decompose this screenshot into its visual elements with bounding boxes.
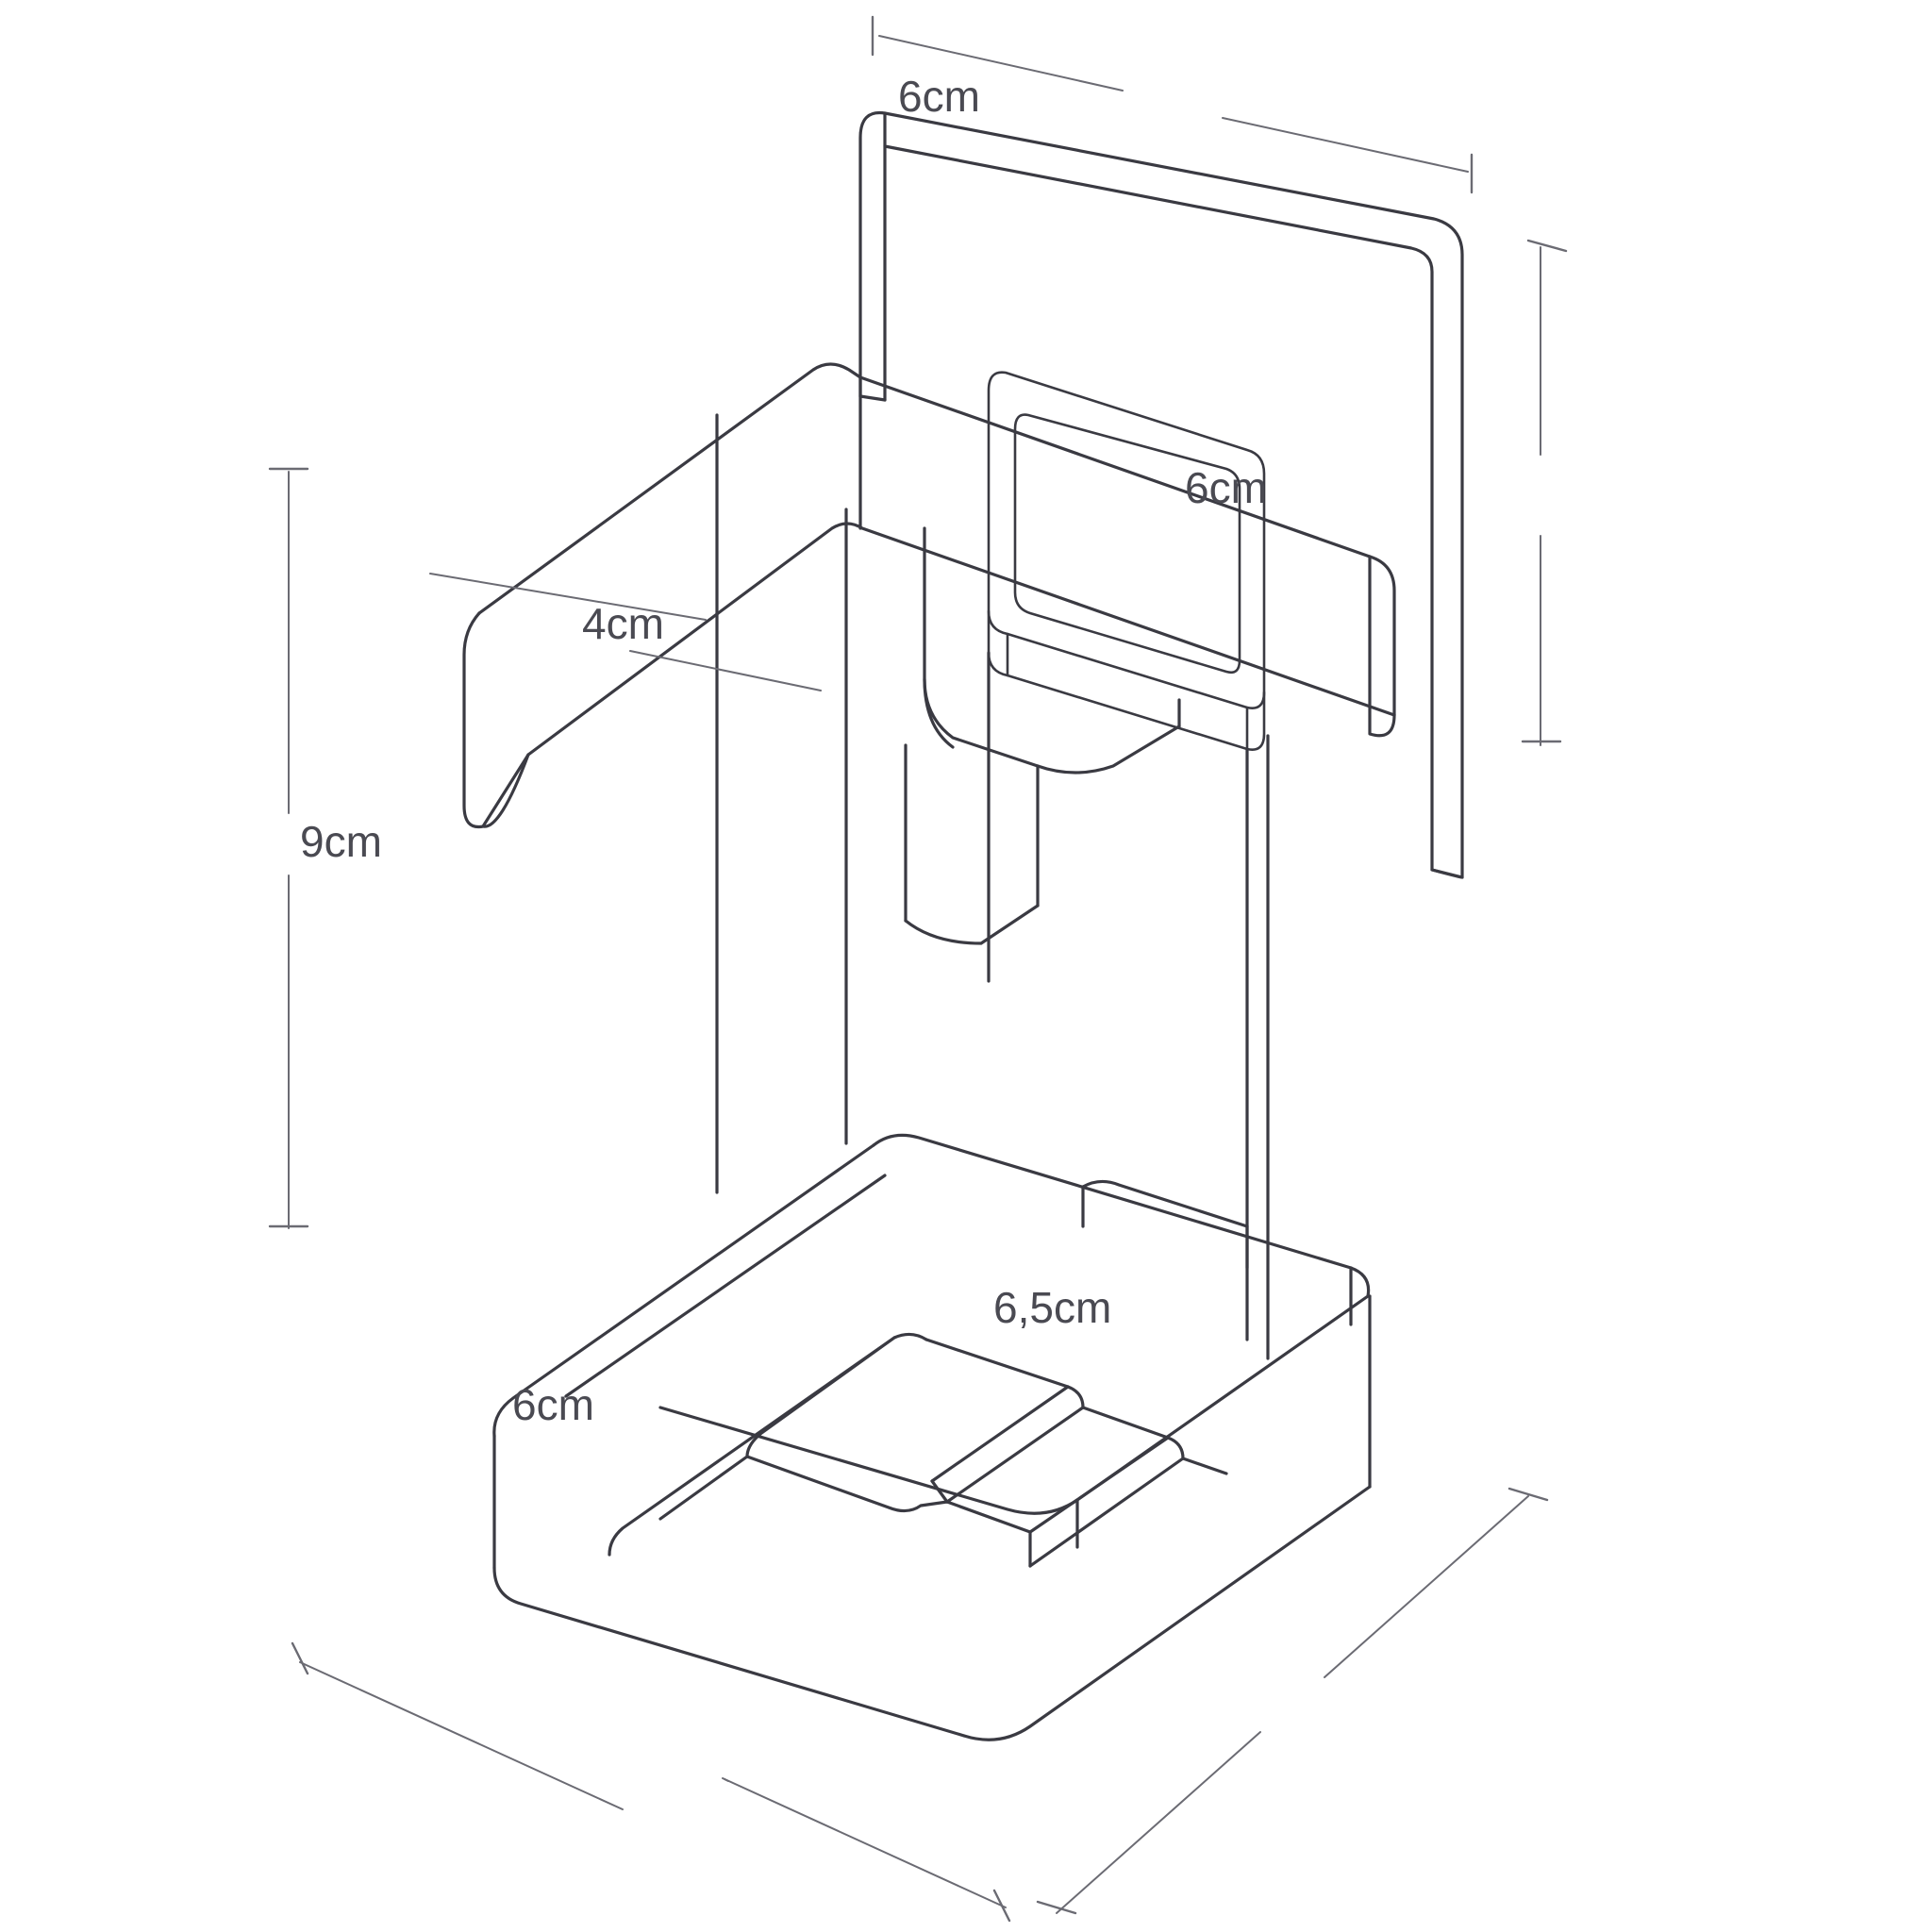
dimension-label-right: 6cm [1185, 463, 1267, 512]
dimension-label-top: 6cm [898, 72, 980, 121]
dimension-left-height: 9cm [268, 467, 382, 1229]
dimension-label-bottom-left: 6cm [512, 1380, 594, 1429]
part-backplate [858, 110, 1464, 879]
dimension-label-center: 4cm [582, 599, 664, 648]
dimension-bottom-width: 6cm [291, 1380, 1011, 1923]
dimension-annotations: 6cm 6cm 4cm 9cm [268, 15, 1568, 1923]
part-posts [715, 413, 1270, 1360]
part-rear-brace [1081, 1179, 1249, 1270]
part-tray [492, 1133, 1372, 1741]
part-tray-ridges [608, 1332, 1228, 1568]
dimension-bottom-depth: 6,5cm [993, 1283, 1549, 1915]
dimension-top-width: 6cm [871, 15, 1474, 194]
dimension-label-bottom-right: 6,5cm [993, 1283, 1111, 1332]
dimension-label-left: 9cm [300, 817, 382, 866]
dimension-right-height: 6cm [1185, 239, 1568, 746]
dimension-center-height: 4cm [429, 573, 822, 691]
product-geometry [462, 110, 1464, 1741]
